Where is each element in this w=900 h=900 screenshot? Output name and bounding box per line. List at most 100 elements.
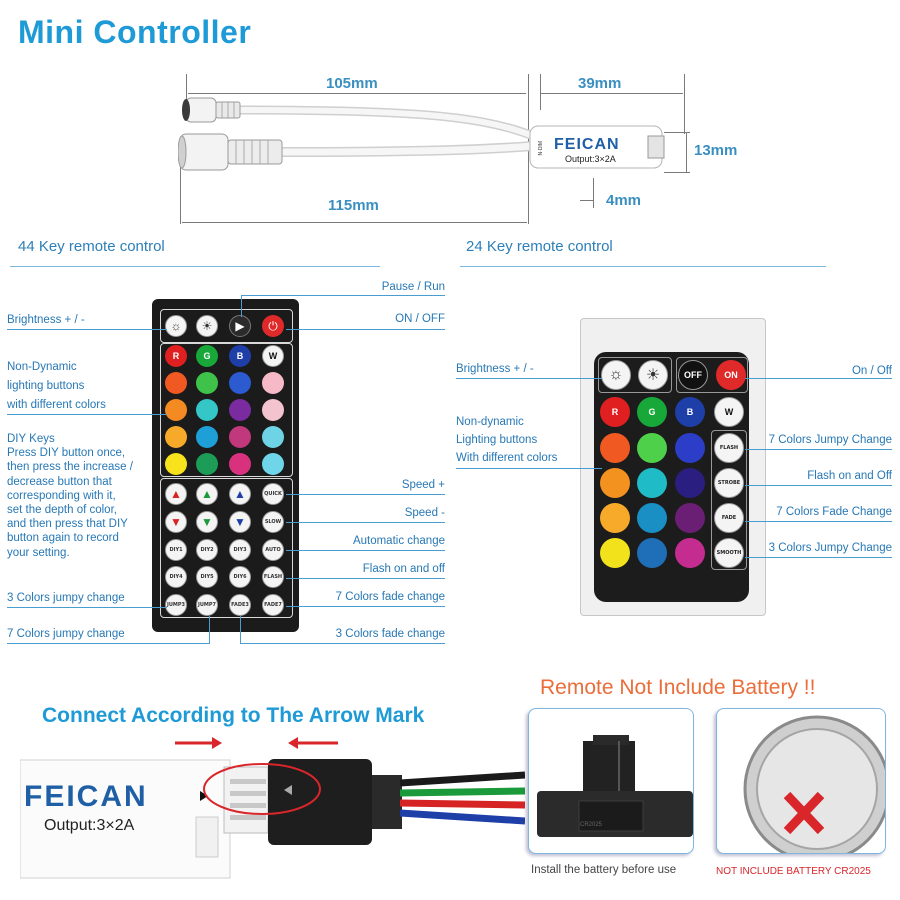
- button-frame: [160, 309, 293, 343]
- dim-line-115: [182, 222, 527, 223]
- dim-guide: [593, 178, 594, 208]
- key-auto[interactable]: AUTO: [262, 539, 284, 561]
- label-jumpy7-24: 7 Colors Jumpy Change: [768, 434, 892, 446]
- color-key[interactable]: [196, 399, 218, 421]
- leader-line: [241, 295, 445, 296]
- key-diy2[interactable]: DIY2: [196, 539, 218, 561]
- key-flash[interactable]: FLASH: [262, 566, 284, 588]
- color-key[interactable]: [262, 372, 284, 394]
- color-key[interactable]: [229, 426, 251, 448]
- leader-line: [286, 522, 445, 523]
- key-fade3[interactable]: FADE3: [229, 594, 251, 616]
- color-key[interactable]: [196, 453, 218, 475]
- leader-line: [286, 578, 445, 579]
- color-key[interactable]: [165, 372, 187, 394]
- label-fade7: 7 Colors fade change: [335, 591, 445, 603]
- color-key[interactable]: [637, 433, 667, 463]
- color-key[interactable]: [675, 503, 705, 533]
- color-key[interactable]: [637, 538, 667, 568]
- key-off[interactable]: OFF: [678, 360, 708, 390]
- leader-line: [7, 643, 209, 644]
- button-frame: [711, 430, 747, 570]
- key-slow[interactable]: SLOW: [262, 511, 284, 533]
- key-diy5[interactable]: DIY5: [196, 566, 218, 588]
- key-diy3[interactable]: DIY3: [229, 539, 251, 561]
- key-jump3[interactable]: JUMP3: [165, 594, 187, 616]
- dim-115-label: 115mm: [328, 197, 379, 214]
- button-frame: [676, 357, 748, 393]
- green-down-icon[interactable]: ▼: [196, 511, 218, 533]
- key-fade7[interactable]: FADE7: [262, 594, 284, 616]
- label-non-dynamic-24-3: With different colors: [456, 452, 558, 464]
- color-key[interactable]: [675, 468, 705, 498]
- label-diy-keys: DIY Keys Press DIY button once, then pre…: [7, 433, 133, 559]
- red-up-icon[interactable]: ▲: [165, 483, 187, 505]
- connect-brand: FEICAN: [24, 780, 148, 813]
- leader-line: [745, 521, 892, 522]
- label-on-off-24: On / Off: [851, 365, 892, 377]
- key-jump7[interactable]: JUMP7: [196, 594, 218, 616]
- color-key[interactable]: [262, 453, 284, 475]
- color-key[interactable]: [165, 426, 187, 448]
- button-frame: [160, 343, 293, 477]
- brightness-up-icon[interactable]: ☼: [601, 360, 631, 390]
- key-w[interactable]: W: [714, 397, 744, 427]
- color-key[interactable]: [600, 538, 630, 568]
- key-r[interactable]: R: [600, 397, 630, 427]
- color-key[interactable]: [600, 503, 630, 533]
- blue-up-icon[interactable]: ▲: [229, 483, 251, 505]
- color-key[interactable]: [637, 468, 667, 498]
- key-quick[interactable]: QUICK: [262, 483, 284, 505]
- key-diy4[interactable]: DIY4: [165, 566, 187, 588]
- dim-4-label: 4mm: [606, 192, 642, 209]
- label-non-dynamic-2: lighting buttons: [7, 380, 85, 392]
- color-key[interactable]: [196, 372, 218, 394]
- key-flash[interactable]: FLASH: [714, 433, 744, 463]
- color-key[interactable]: [675, 538, 705, 568]
- color-key[interactable]: [600, 433, 630, 463]
- color-key[interactable]: [165, 453, 187, 475]
- color-key[interactable]: [165, 399, 187, 421]
- key-r[interactable]: R: [165, 345, 187, 367]
- key-on[interactable]: ON: [716, 360, 746, 390]
- key-diy6[interactable]: DIY6: [229, 566, 251, 588]
- label-pause-run: Pause / Run: [381, 281, 445, 293]
- brightness-down-icon[interactable]: ☀: [196, 315, 218, 337]
- dim-guide: [180, 160, 181, 224]
- key-fade[interactable]: FADE: [714, 503, 744, 533]
- brightness-up-icon[interactable]: ☼: [165, 315, 187, 337]
- divider: [10, 266, 380, 267]
- color-key[interactable]: [229, 453, 251, 475]
- key-g[interactable]: G: [637, 397, 667, 427]
- dim-39-label: 39mm: [578, 75, 622, 92]
- power-icon[interactable]: ⏻: [262, 315, 284, 337]
- leader-line: [745, 557, 892, 558]
- label-fade3: 3 Colors fade change: [335, 628, 445, 640]
- label-brightness-24: Brightness + / -: [456, 363, 534, 375]
- color-key[interactable]: [600, 468, 630, 498]
- brightness-down-icon[interactable]: ☀: [638, 360, 668, 390]
- key-smooth[interactable]: SMOOTH: [714, 538, 744, 568]
- battery-slot-illustration: [537, 735, 693, 837]
- color-key[interactable]: [229, 372, 251, 394]
- key-w[interactable]: W: [262, 345, 284, 367]
- color-key[interactable]: [196, 426, 218, 448]
- color-key[interactable]: [637, 503, 667, 533]
- key-strobe[interactable]: STROBE: [714, 468, 744, 498]
- key-g[interactable]: G: [196, 345, 218, 367]
- controller-side-label: N·DIM: [538, 141, 544, 156]
- key-b[interactable]: B: [675, 397, 705, 427]
- color-key[interactable]: [262, 399, 284, 421]
- color-key[interactable]: [675, 433, 705, 463]
- key-diy1[interactable]: DIY1: [165, 539, 187, 561]
- blue-down-icon[interactable]: ▼: [229, 511, 251, 533]
- color-key[interactable]: [262, 426, 284, 448]
- play-pause-icon[interactable]: ▶: [229, 315, 251, 337]
- green-up-icon[interactable]: ▲: [196, 483, 218, 505]
- key-b[interactable]: B: [229, 345, 251, 367]
- leader-line: [209, 616, 210, 644]
- dim-guide: [540, 74, 541, 110]
- red-down-icon[interactable]: ▼: [165, 511, 187, 533]
- leader-line: [456, 468, 602, 469]
- color-key[interactable]: [229, 399, 251, 421]
